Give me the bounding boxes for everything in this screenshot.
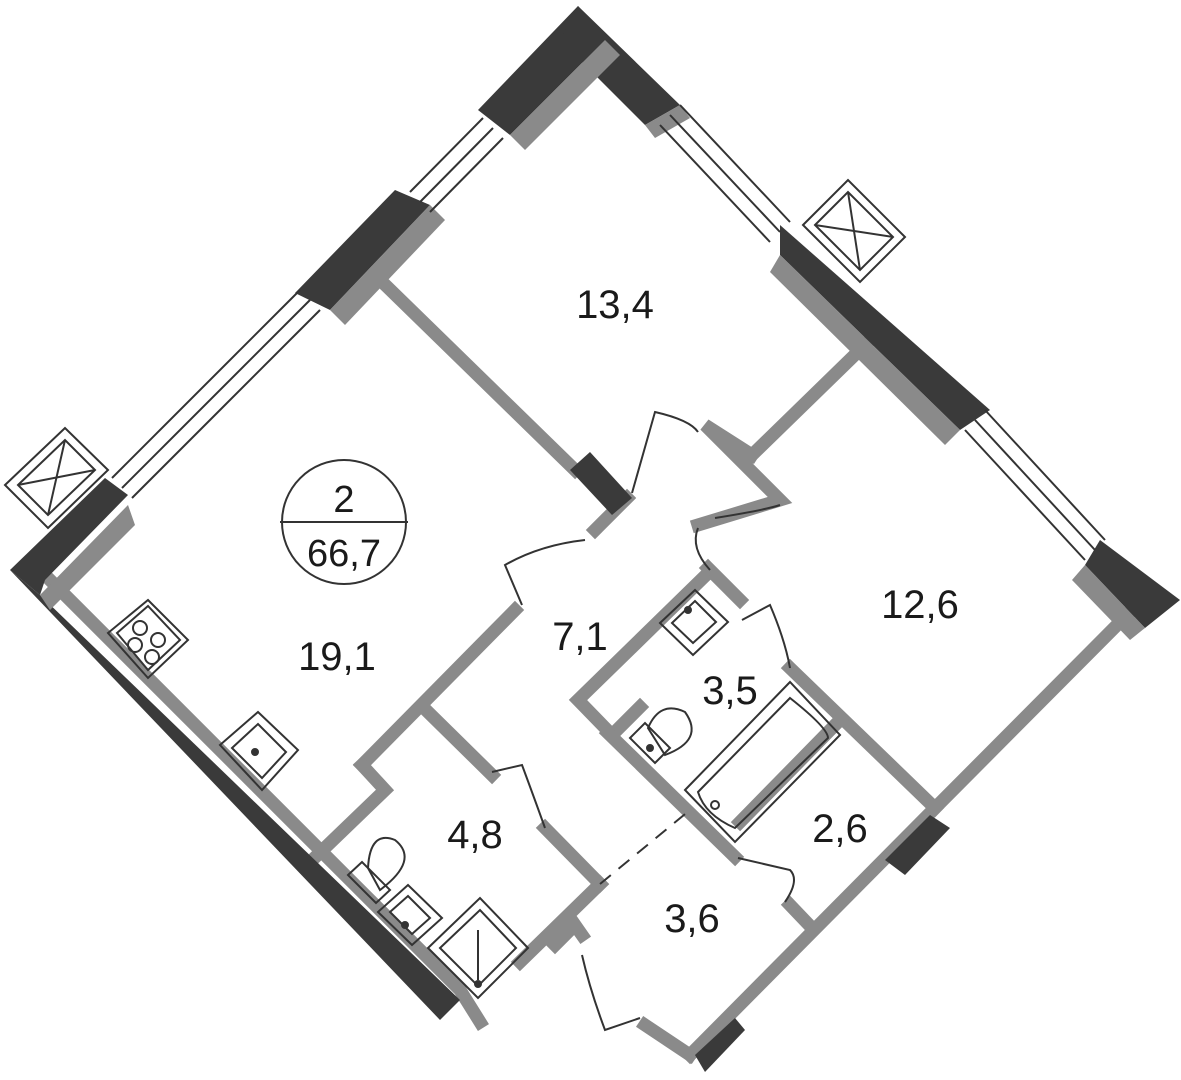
sink-icon (376, 883, 444, 947)
room-area-entry: 3,6 (664, 897, 720, 941)
room-labels: 19,1 13,4 12,6 7,1 4,8 3,5 3,6 2,6 (298, 283, 959, 941)
rooms-count: 2 (333, 479, 354, 521)
structural-walls (10, 6, 1180, 1072)
shower-icon (426, 896, 530, 1000)
air-conditioner-icon (801, 178, 907, 284)
room-area-bathroom-2: 3,5 (702, 669, 758, 713)
room-area-living-kitchen: 19,1 (298, 635, 376, 679)
doors (491, 410, 795, 1032)
toilet-icon (346, 837, 406, 905)
room-area-bathroom-1: 4,8 (447, 813, 503, 857)
stove-icon (106, 598, 190, 680)
windows (111, 104, 1106, 561)
apartment-badge: 2 66,7 (280, 459, 408, 585)
wall-caps (40, 40, 1145, 640)
sink-icon (218, 710, 300, 792)
room-area-bedroom-1: 13,4 (576, 283, 654, 327)
room-area-hallway: 7,1 (552, 615, 608, 659)
toilet-icon (628, 707, 693, 765)
partition-walls (35, 265, 1140, 1065)
total-area: 66,7 (307, 533, 381, 575)
bathtub-icon (683, 680, 842, 844)
sink-icon (658, 588, 730, 657)
air-conditioner-icon (3, 426, 110, 530)
room-area-bedroom-2: 12,6 (881, 583, 959, 627)
room-area-storage: 2,6 (812, 807, 868, 851)
